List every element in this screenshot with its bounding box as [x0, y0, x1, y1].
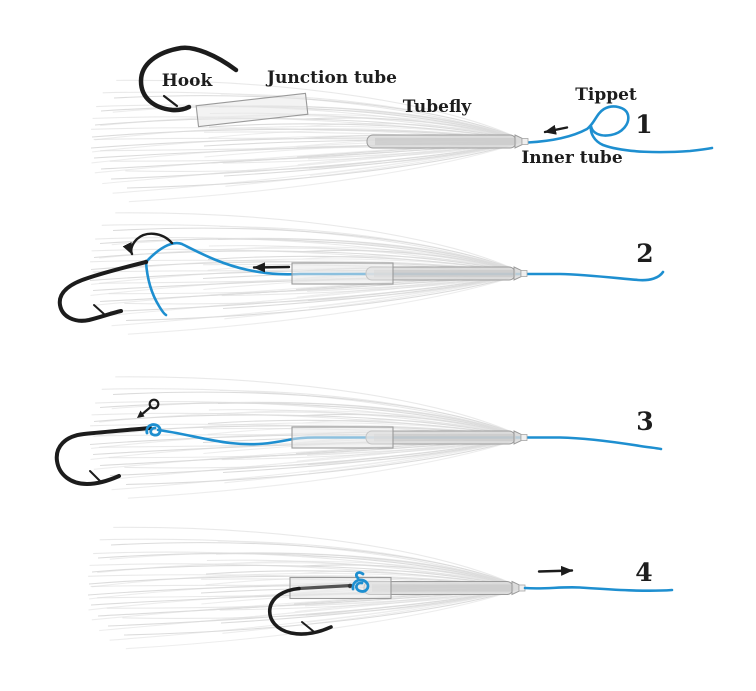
hook-barb [162, 94, 179, 108]
arrow-left-icon [543, 124, 569, 135]
step-number-4: 4 [635, 558, 652, 587]
hook-shape [267, 586, 333, 636]
overhand-knot-icon [137, 398, 160, 418]
step-4-illustration: 4 [85, 523, 674, 651]
hook-barb [89, 470, 101, 482]
tying-motion-arrow-icon [122, 232, 174, 256]
hook-shape [138, 45, 239, 113]
hook-barb [93, 304, 105, 315]
step-number-3: 3 [636, 407, 653, 436]
inner-tube-label: Inner tube [521, 148, 622, 168]
hook-eye [347, 583, 353, 589]
hook-label: Hook [162, 71, 214, 91]
hook-shape [57, 260, 148, 323]
step-2-illustration: 2 [57, 209, 665, 336]
hook-barb [301, 621, 314, 632]
arrow-right-icon [537, 565, 574, 576]
hook-shape [54, 426, 152, 486]
tippet-line [144, 241, 665, 282]
tippet-knot [351, 571, 370, 593]
tippet-knot [145, 423, 162, 437]
hook-eye [143, 259, 149, 265]
tubefly-shape [366, 134, 529, 149]
tubefly-label: Tubefly [403, 97, 473, 117]
step-number-1: 1 [635, 110, 652, 139]
step-number-2: 2 [636, 239, 653, 268]
tippet-label: Tippet [575, 85, 637, 105]
hook-shank-inside-tube [297, 583, 353, 591]
junction-tube-shape [195, 92, 309, 128]
tippet-line [523, 585, 674, 593]
step-1-illustration: Hook Junction tube Tubefly Tippet Inner … [88, 45, 714, 204]
step-3-illustration: 3 [54, 373, 663, 500]
arrow-left-icon [252, 262, 291, 273]
junction-tube-label: Junction tube [265, 68, 397, 88]
tippet-line [526, 105, 714, 154]
tippet-tag-end [144, 260, 168, 317]
